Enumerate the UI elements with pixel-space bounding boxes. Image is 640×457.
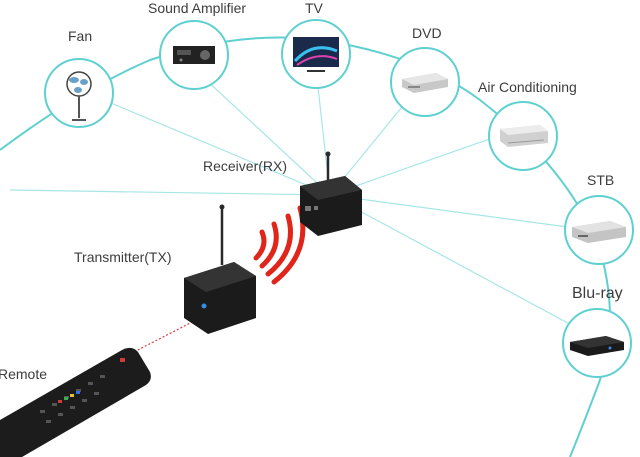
air-conditioner-icon xyxy=(500,125,548,147)
tv-icon xyxy=(293,37,339,72)
blu-ray-player-icon xyxy=(570,336,624,356)
node-dvd xyxy=(390,47,460,117)
amplifier-icon xyxy=(173,46,215,64)
label-tv: TV xyxy=(305,0,323,16)
label-transmitter: Transmitter(TX) xyxy=(74,249,172,265)
label-dvd: DVD xyxy=(412,25,442,41)
label-fan: Fan xyxy=(68,28,93,44)
set-top-box-icon xyxy=(572,221,626,243)
label-air-conditioning: Air Conditioning xyxy=(478,79,577,95)
receiver-device xyxy=(300,151,362,236)
remote-device xyxy=(0,347,151,457)
node-tv xyxy=(281,19,351,89)
node-blu-ray xyxy=(562,308,632,378)
node-stb xyxy=(564,195,634,265)
wireless-signal-icon xyxy=(253,205,306,285)
label-remote: Remote xyxy=(0,366,48,382)
label-receiver: Receiver(RX) xyxy=(203,158,288,174)
receiver-rays xyxy=(9,59,591,336)
label-blu-ray: Blu-ray xyxy=(572,285,623,302)
transmitter-device xyxy=(184,204,256,334)
fan-icon xyxy=(66,71,92,121)
label-stb: STB xyxy=(587,172,615,188)
node-air-conditioning xyxy=(488,101,558,171)
node-fan xyxy=(44,58,114,128)
label-sound-amplifier: Sound Amplifier xyxy=(148,0,247,16)
node-sound-amplifier xyxy=(159,20,229,90)
dvd-player-icon xyxy=(402,73,448,93)
